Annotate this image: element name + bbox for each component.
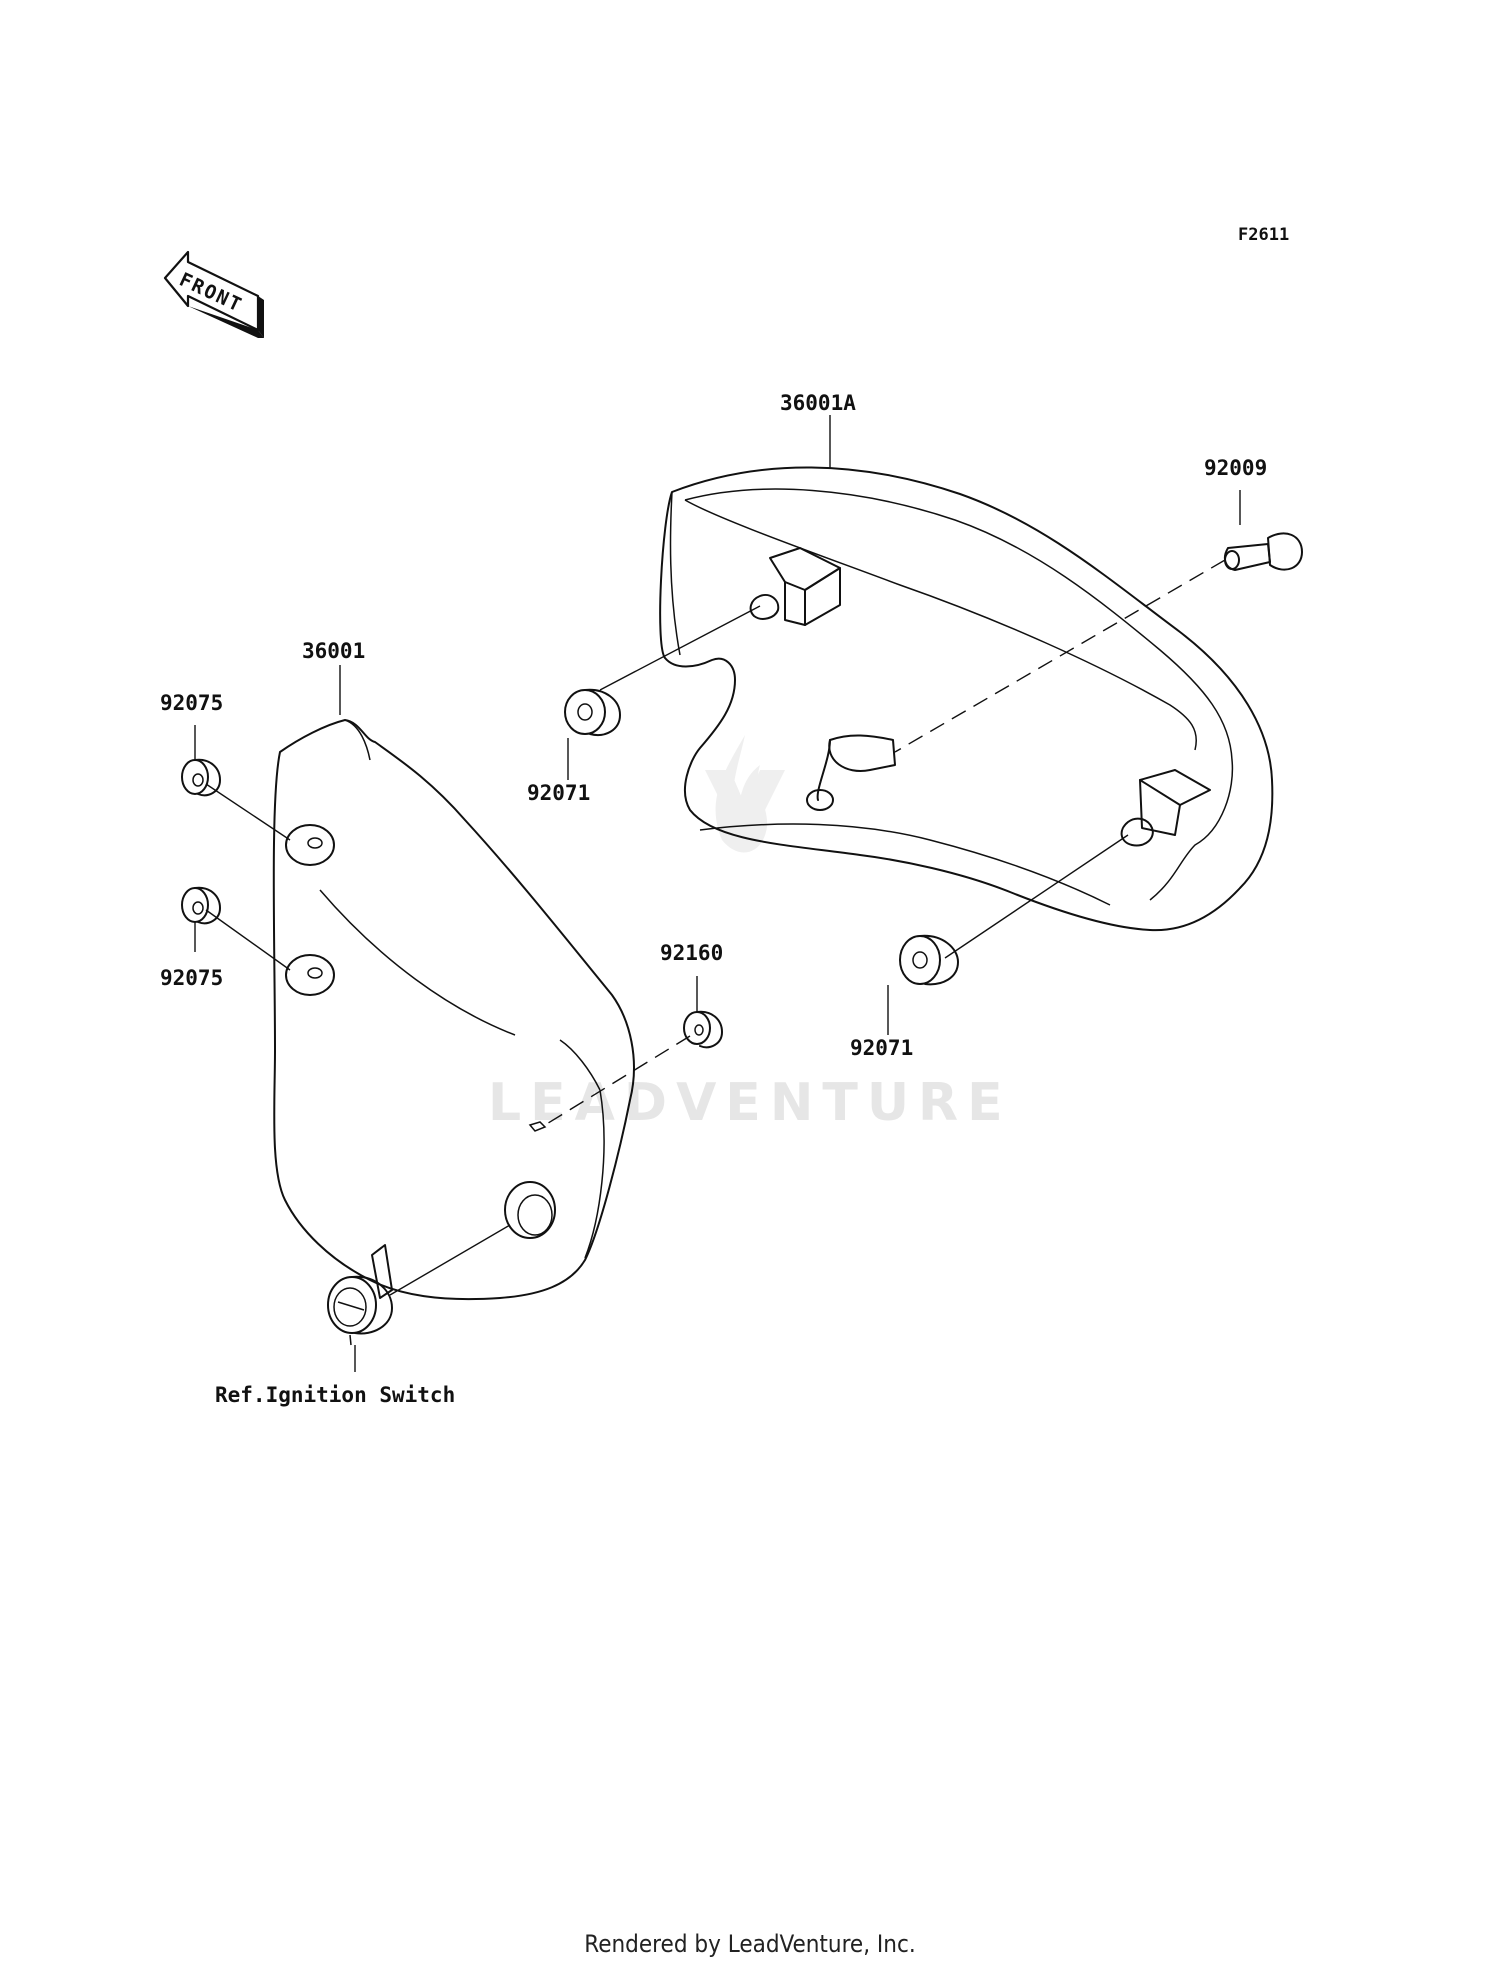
callout-92071-top: 92071 — [527, 781, 590, 805]
grommet-92160 — [683, 1010, 723, 1049]
front-arrow-icon: FRONT — [163, 250, 264, 338]
ignition-switch — [327, 1244, 393, 1346]
callout-ref-ignition-switch: Ref.Ignition Switch — [215, 1383, 455, 1407]
right-side-cover-36001A — [659, 466, 1274, 932]
leader-lines — [194, 415, 1241, 1372]
callout-92075-top: 92075 — [160, 691, 223, 715]
leadventure-watermark-logo — [705, 735, 785, 853]
callout-92075-bottom: 92075 — [160, 966, 223, 990]
callout-92009: 92009 — [1204, 456, 1267, 480]
left-side-cover-36001 — [272, 719, 635, 1301]
grommet-92071-top — [564, 688, 621, 736]
bolt-92009 — [1223, 532, 1303, 571]
grommet-92075-bottom — [181, 886, 221, 925]
callout-36001: 36001 — [302, 639, 365, 663]
figure-code: F2611 — [1238, 225, 1289, 245]
watermark-text: LEADVENTURE — [488, 1073, 1012, 1133]
footer-credit: Rendered by LeadVenture, Inc. — [584, 1930, 915, 1958]
callout-36001A: 36001A — [780, 391, 856, 415]
callout-92160: 92160 — [660, 941, 723, 965]
callout-92071-bottom: 92071 — [850, 1036, 913, 1060]
grommet-92071-bottom — [899, 934, 959, 986]
